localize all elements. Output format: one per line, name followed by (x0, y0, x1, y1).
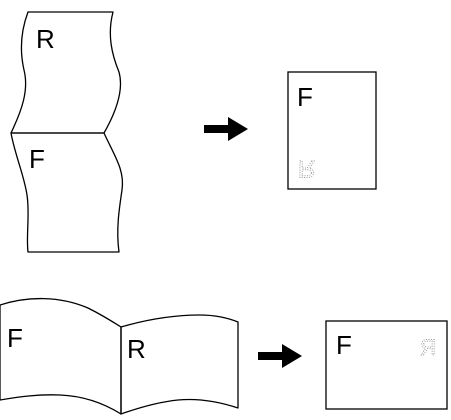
horizontal-source-sheet: F R (0, 297, 239, 415)
vertical-top-page (10, 11, 122, 134)
horizontal-left-page-letter: F (7, 323, 23, 353)
vertical-example: R F F R (10, 11, 377, 253)
vertical-top-page-letter: R (36, 24, 55, 54)
vertical-result-front-letter: F (297, 82, 313, 112)
vertical-bottom-page-letter: F (29, 144, 45, 174)
right-arrow-icon (204, 117, 248, 141)
horizontal-result-page (325, 320, 448, 410)
horizontal-example: F R F R (0, 297, 448, 415)
vertical-result-page (287, 71, 377, 190)
horizontal-result-bleed-letter: R (420, 335, 436, 360)
vertical-scan-result: F R (287, 71, 377, 190)
vertical-result-bleed-letter: R (298, 155, 315, 182)
horizontal-result-front-letter: F (336, 330, 352, 360)
horizontal-right-page (120, 314, 239, 415)
vertical-source-sheet: R F (10, 11, 124, 253)
horizontal-right-page-letter: R (127, 334, 146, 364)
right-arrow-icon (258, 344, 302, 368)
horizontal-scan-result: F R (325, 320, 448, 410)
horizontal-left-page (0, 297, 122, 415)
vertical-bottom-page (10, 132, 124, 253)
